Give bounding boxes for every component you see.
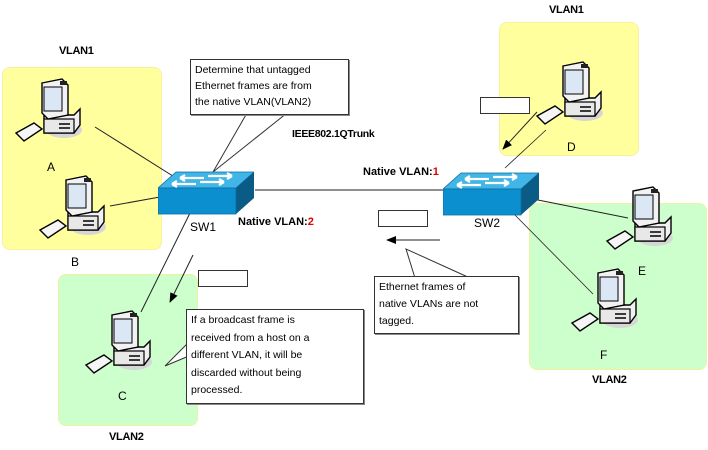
native-prefix: Native VLAN: <box>363 166 433 178</box>
host-label-e: E <box>638 264 647 278</box>
pc-graphic <box>38 175 106 239</box>
host-c-pc-icon[interactable] <box>84 307 154 377</box>
sw1-native-vlan-label: Native VLAN:2 <box>238 216 314 228</box>
callout-line: Determine that untagged <box>195 64 311 76</box>
callout-line: discarded without being <box>191 366 302 379</box>
link-b-sw1 <box>109 196 161 207</box>
zone-label-vlan2-left: VLAN2 <box>109 431 144 443</box>
switch-label-sw2: SW2 <box>474 216 501 230</box>
link-sw2-e <box>527 197 629 219</box>
callout-line: different VLAN, it will be <box>191 349 303 361</box>
sw2-native-vlan-label: Native VLAN:1 <box>363 166 439 178</box>
native-vlan-number: 2 <box>307 216 314 228</box>
callout-line: If a broadcast frame is <box>191 314 295 326</box>
host-e-pc-icon[interactable] <box>605 183 675 253</box>
switch-sw1-icon[interactable] <box>158 170 254 216</box>
frame-box-to-c <box>198 270 248 287</box>
arrow-frame-from-d <box>502 111 538 150</box>
link-sw2-f <box>509 209 594 295</box>
callout-discard-broadcast: If a broadcast frame is received from a … <box>186 309 364 404</box>
callout-line: Ethernet frames of <box>379 281 466 293</box>
host-label-a: A <box>47 160 56 174</box>
zone-vlan1-right <box>499 22 639 156</box>
native-prefix: Native VLAN: <box>238 216 308 228</box>
zone-label-vlan1-right: VLAN1 <box>549 4 584 16</box>
host-d-pc-icon[interactable] <box>535 58 605 128</box>
pc-graphic <box>570 268 638 332</box>
zone-label-vlan1-left: VLAN1 <box>59 45 94 57</box>
callout-line: tagged. <box>379 315 415 327</box>
host-label-f: F <box>600 348 608 362</box>
link-sw2-d <box>504 129 547 169</box>
switch-label-sw1: SW1 <box>190 220 217 234</box>
callout-pointer-determine <box>212 112 289 173</box>
arrow-frame-to-c <box>169 254 194 303</box>
callout-untagged-native: Ethernet frames of native VLANs are not … <box>374 276 519 334</box>
switch-sw2-icon[interactable] <box>443 171 539 217</box>
link-a-sw1 <box>94 126 177 179</box>
callout-line: received from a host on a <box>191 331 310 344</box>
host-b-pc-icon[interactable] <box>38 172 108 242</box>
callout-line: processed. <box>191 384 243 396</box>
host-label-c: C <box>118 389 127 403</box>
host-f-pc-icon[interactable] <box>570 265 640 335</box>
trunk-label: IEEE802.1QTrunk <box>292 128 375 140</box>
native-vlan-number: 1 <box>432 166 439 178</box>
host-label-b: B <box>71 255 80 269</box>
callout-line: native VLANs are not <box>379 298 479 310</box>
host-a-pc-icon[interactable] <box>14 75 84 145</box>
frame-box-from-d <box>480 97 530 114</box>
link-sw1-c <box>140 212 191 313</box>
zone-label-vlan2-right: VLAN2 <box>592 374 627 386</box>
callout-line: the native VLAN(VLAN2) <box>195 96 312 108</box>
host-label-d: D <box>567 140 576 154</box>
pc-graphic <box>605 186 673 250</box>
callout-determine-native: Determine that untagged Ethernet frames … <box>190 59 349 115</box>
callout-pointer-untagged <box>405 248 471 279</box>
pc-graphic <box>535 61 603 125</box>
callout-line: Ethernet frames are from <box>195 80 312 92</box>
frame-box-trunk <box>378 210 428 227</box>
pc-graphic <box>84 310 152 374</box>
pc-graphic <box>14 78 82 142</box>
